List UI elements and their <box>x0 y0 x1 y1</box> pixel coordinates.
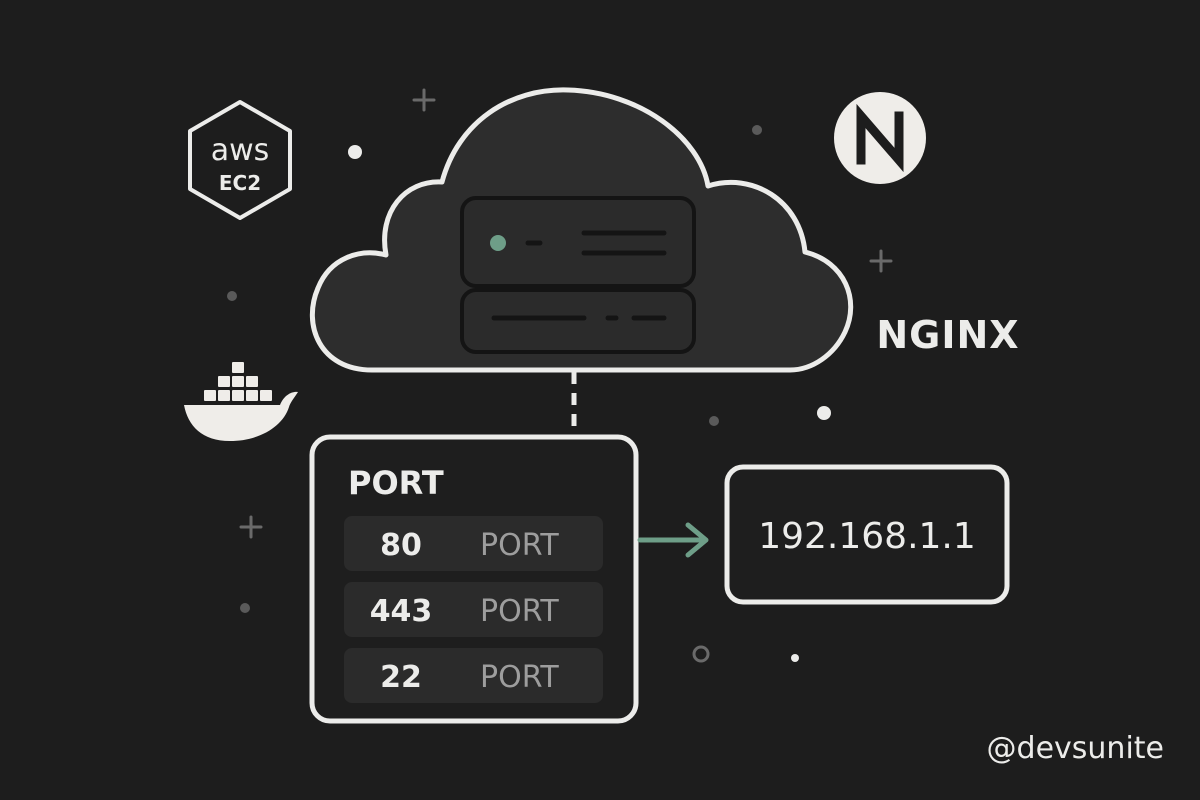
ip-address-box: 192.168.1.1 <box>724 464 1010 605</box>
arrow-right-icon <box>637 522 709 558</box>
ec2-label: EC2 <box>219 171 261 195</box>
server-rack-icon <box>460 196 696 354</box>
dot <box>709 416 719 426</box>
nginx-wordmark: NGINX <box>876 313 1019 357</box>
decorative-sparkles <box>239 88 893 663</box>
port-label: PORT <box>480 528 559 563</box>
ip-address: 192.168.1.1 <box>758 516 976 557</box>
dot <box>348 145 362 159</box>
server-unit-bottom <box>460 288 696 354</box>
plus-sparkle <box>869 249 893 273</box>
dot <box>227 291 237 301</box>
port-panel: PORT 80 PORT 443 PORT 22 PORT <box>309 434 639 724</box>
port-row: 443 PORT <box>344 582 603 637</box>
port-number: 22 <box>380 660 422 695</box>
plus-sparkle <box>239 515 263 539</box>
port-number: 443 <box>370 594 433 629</box>
watermark-handle: @devsunite <box>987 731 1164 766</box>
port-row: 22 PORT <box>344 648 603 703</box>
dot <box>240 603 250 613</box>
port-number: 80 <box>380 528 422 563</box>
ring-sparkle <box>692 645 710 663</box>
plus-sparkle <box>412 88 436 112</box>
port-panel-title: PORT <box>348 464 444 502</box>
port-row: 80 PORT <box>344 516 603 571</box>
server-status-led <box>490 235 506 251</box>
dot <box>817 406 831 420</box>
aws-ec2-hexagon-icon: aws EC2 <box>188 100 292 220</box>
decorative-dots <box>227 125 831 662</box>
aws-label: aws <box>211 133 270 168</box>
server-unit-top <box>460 196 696 288</box>
port-label: PORT <box>480 660 559 695</box>
docker-whale-icon <box>184 362 298 441</box>
nextjs-n-icon <box>834 92 926 184</box>
dot <box>752 125 762 135</box>
port-label: PORT <box>480 594 559 629</box>
dot <box>791 654 799 662</box>
